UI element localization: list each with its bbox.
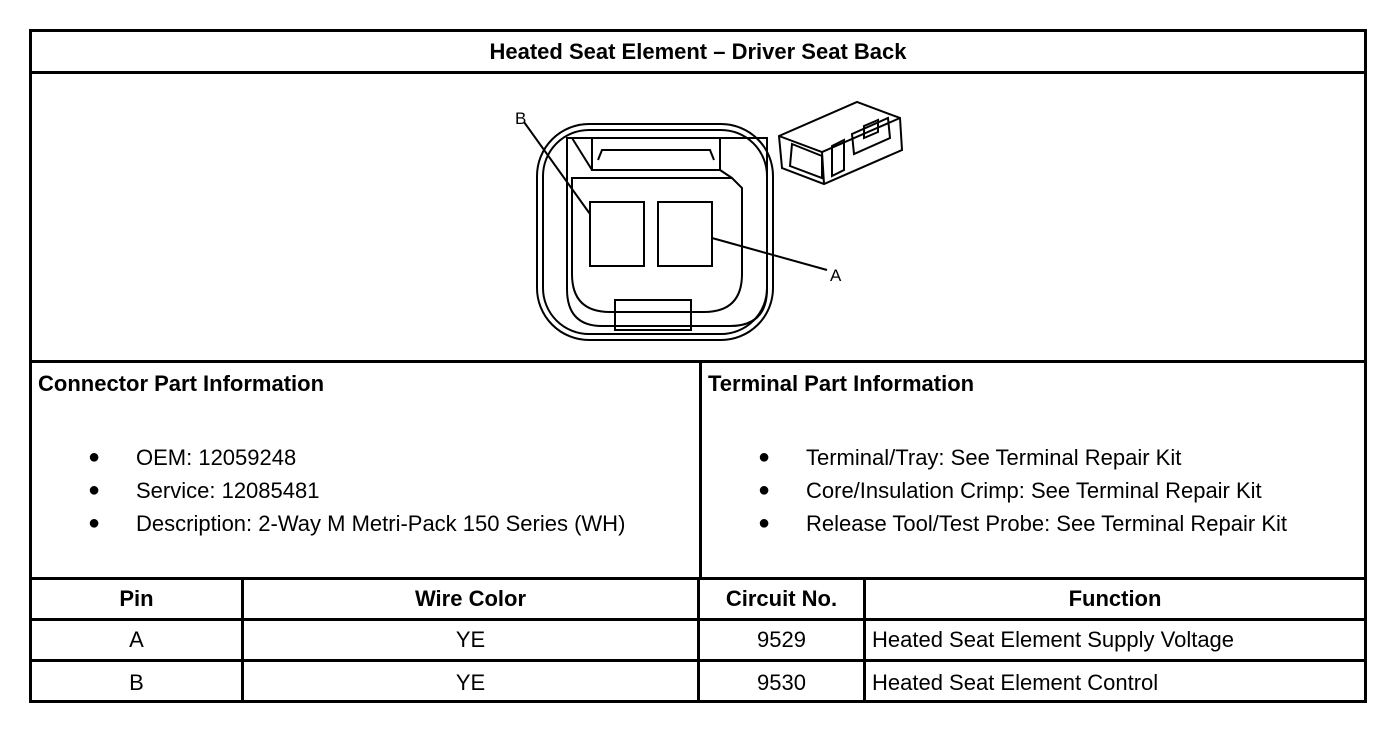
pin-b-leader [523, 121, 591, 215]
cell-function: Heated Seat Element Supply Voltage [872, 627, 1235, 652]
cell-pin: A [32, 621, 244, 659]
cell-wire-color: YE [244, 662, 700, 703]
connector-inner-channel [566, 137, 768, 327]
header-function: Function [1068, 586, 1162, 611]
connector-inner-well [571, 177, 743, 313]
connector-info-heading: Connector Part Information [38, 371, 325, 396]
cell-pin: B [32, 662, 244, 703]
bullet-icon: ● [88, 479, 101, 501]
connector-top-latch-inner [597, 149, 715, 161]
connector-outer-rim [542, 129, 768, 335]
terminal-part-information: Terminal Part Information ●Terminal/Tray… [702, 363, 1364, 577]
cell-function: Heated Seat Element Control [872, 669, 1159, 695]
bullet-icon: ● [758, 479, 771, 501]
terminal-info-heading: Terminal Part Information [708, 371, 975, 396]
connector-diagram-area: B A [32, 74, 1364, 363]
pin-b-cavity [589, 201, 645, 267]
pin-a-leader [711, 237, 828, 271]
bullet-icon: ● [88, 446, 101, 468]
connector-part-information: Connector Part Information ●OEM: 1205924… [32, 363, 702, 577]
bullet-icon: ● [758, 512, 771, 534]
header-circuit-no: Circuit No. [700, 580, 866, 618]
connector-bottom-key [614, 299, 692, 331]
connector-outer-shell [536, 123, 774, 341]
pin-b-label: B [515, 109, 526, 128]
bullet-icon: ● [758, 446, 771, 468]
table-title: Heated Seat Element – Driver Seat Back [32, 32, 1364, 74]
connector-isometric-icon [777, 100, 904, 186]
part-information-row: Connector Part Information ●OEM: 1205924… [32, 363, 1364, 580]
header-wire-color: Wire Color [244, 580, 700, 618]
header-pin: Pin [32, 580, 244, 618]
table-row: B YE 9530 Heated Seat Element Control [32, 662, 1364, 703]
pin-function-table: Pin Wire Color Circuit No. Function A YE… [32, 580, 1364, 703]
cell-wire-color: YE [244, 621, 700, 659]
connector-top-latch [591, 138, 721, 171]
connector-face-diagram: B A [515, 100, 904, 341]
bullet-icon: ● [88, 512, 101, 534]
table-row: A YE 9529 Heated Seat Element Supply Vol… [32, 621, 1364, 662]
cell-circuit-no: 9530 [700, 662, 866, 703]
connector-end-view-table: Heated Seat Element – Driver Seat Back [29, 29, 1367, 703]
cell-circuit-no: 9529 [700, 621, 866, 659]
pin-a-cavity [657, 201, 713, 267]
pin-a-label: A [830, 266, 842, 285]
table-header-row: Pin Wire Color Circuit No. Function [32, 580, 1364, 621]
